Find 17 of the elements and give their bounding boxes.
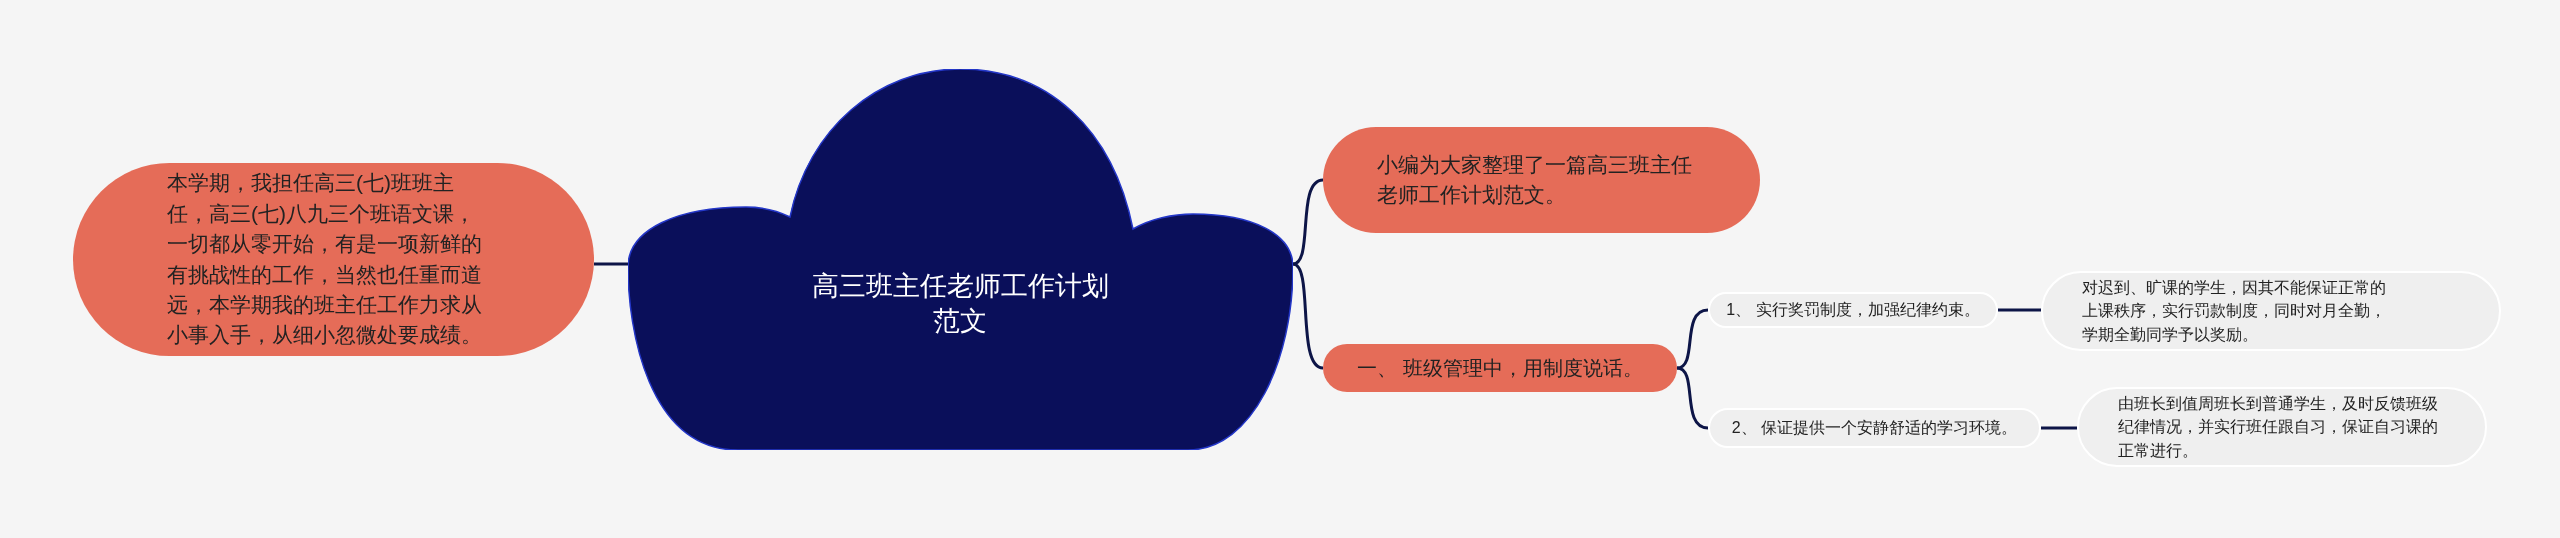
subtopic-bubble: [1708, 292, 1998, 328]
bubble-text: 一、 班级管理中，用制度说话。: [1357, 355, 1643, 381]
connector-line: [2041, 426, 2077, 430]
title-text: 高三班主任老师工作计划范文: [810, 270, 1110, 339]
connector-line: [1676, 308, 1709, 370]
bubble-text: 2、 保证提供一个安静舒适的学习环境。: [1731, 418, 2018, 439]
bubble-text: 由班长到值周班长到普通学生，及时反馈班级纪律情况，并实行班任跟自习，保证自习课的正常进行。: [2118, 394, 2439, 461]
bubble-text: 小编为大家整理了一篇高三班主任老师工作计划范文。: [1377, 151, 1693, 208]
bubble-text: 1、 实行奖罚制度，加强纪律约束。: [1726, 300, 1980, 321]
bubble-text: 对迟到、旷课的学生，因其不能保证正常的上课秩序，实行罚款制度，同时对月全勤，学期全勤同学予以奖励。: [2082, 278, 2387, 345]
connector-line: [594, 262, 628, 266]
connector-line: [1292, 178, 1324, 266]
connector-line: [1998, 308, 2041, 312]
subtopic-bubble: [1708, 408, 2041, 448]
topic-bubble: [1323, 344, 1677, 392]
connector-line: [1676, 366, 1709, 430]
bubble-text: 本学期，我担任高三(七)班班主任，高三(七)八九三个班语文课，一切都从零开始，有是一项新鲜的有挑战性的工作，当然也任重而道远，本学期我的班主任工作力求从小事入手，从细小忽微处要成绩。: [167, 170, 483, 349]
